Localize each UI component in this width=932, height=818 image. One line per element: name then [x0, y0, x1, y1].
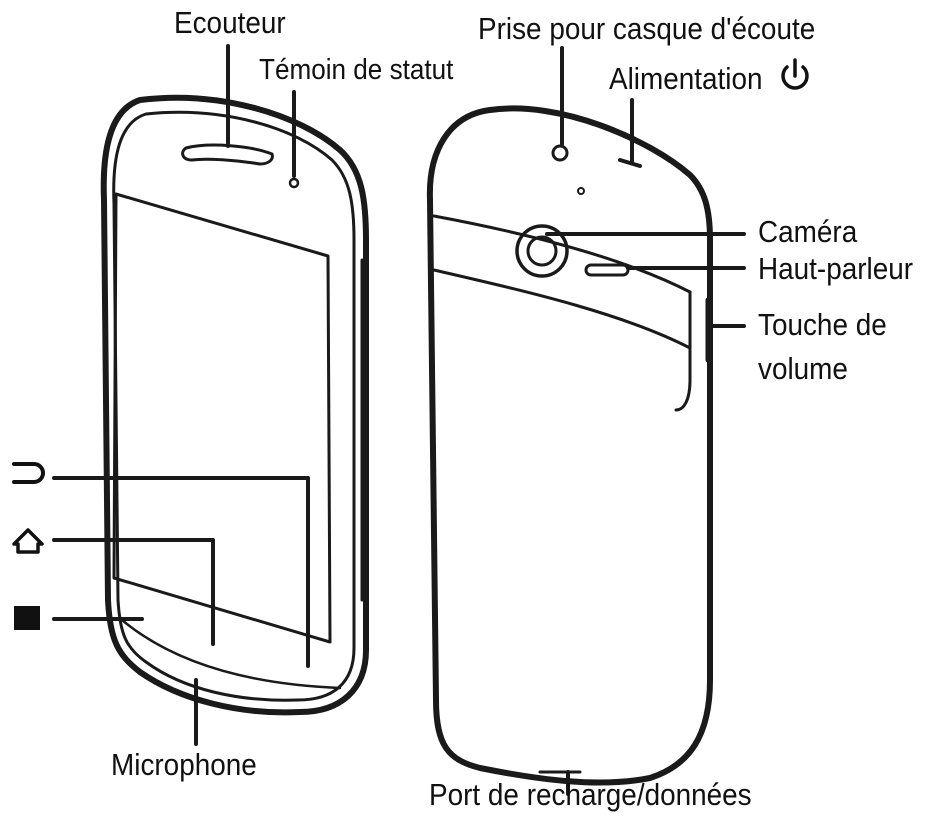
back-phone-outer	[426, 105, 713, 786]
label-ecouteur: Ecouteur	[174, 5, 286, 40]
back-cover-side	[674, 290, 692, 412]
label-camera: Caméra	[758, 214, 858, 249]
back-cover-lower	[432, 268, 692, 350]
leader-back	[52, 476, 310, 668]
label-haut-parleur: Haut-parleur	[758, 251, 914, 286]
home-icon	[12, 528, 44, 554]
leader-home	[52, 538, 215, 646]
label-alimentation: Alimentation	[609, 61, 763, 96]
label-prise: Prise pour casque d'écoute	[478, 11, 816, 46]
headset-jack	[551, 144, 569, 162]
label-microphone: Microphone	[111, 747, 257, 782]
camera-outer	[515, 224, 569, 278]
label-touche-line2: volume	[758, 351, 848, 386]
status-led	[288, 177, 300, 189]
label-temoin: Témoin de statut	[259, 54, 454, 86]
front-chin	[120, 618, 342, 690]
speaker-slot	[584, 263, 630, 277]
back-mic-hole	[577, 187, 585, 195]
front-phone-bezel	[112, 110, 356, 702]
back-cover-top	[432, 214, 692, 294]
label-port: Port de recharge/données	[429, 777, 752, 812]
front-phone-outer	[100, 94, 369, 716]
leader-lines	[52, 44, 746, 796]
label-touche-line1: Touche de	[758, 307, 887, 342]
menu-icon	[14, 606, 40, 630]
earpiece-grille	[181, 143, 274, 166]
front-phone	[100, 94, 369, 716]
back-icon	[12, 462, 45, 484]
power-button	[618, 158, 642, 168]
front-screen	[112, 192, 332, 644]
power-icon	[781, 58, 809, 90]
back-phone	[426, 105, 713, 786]
camera-inner	[526, 235, 558, 267]
